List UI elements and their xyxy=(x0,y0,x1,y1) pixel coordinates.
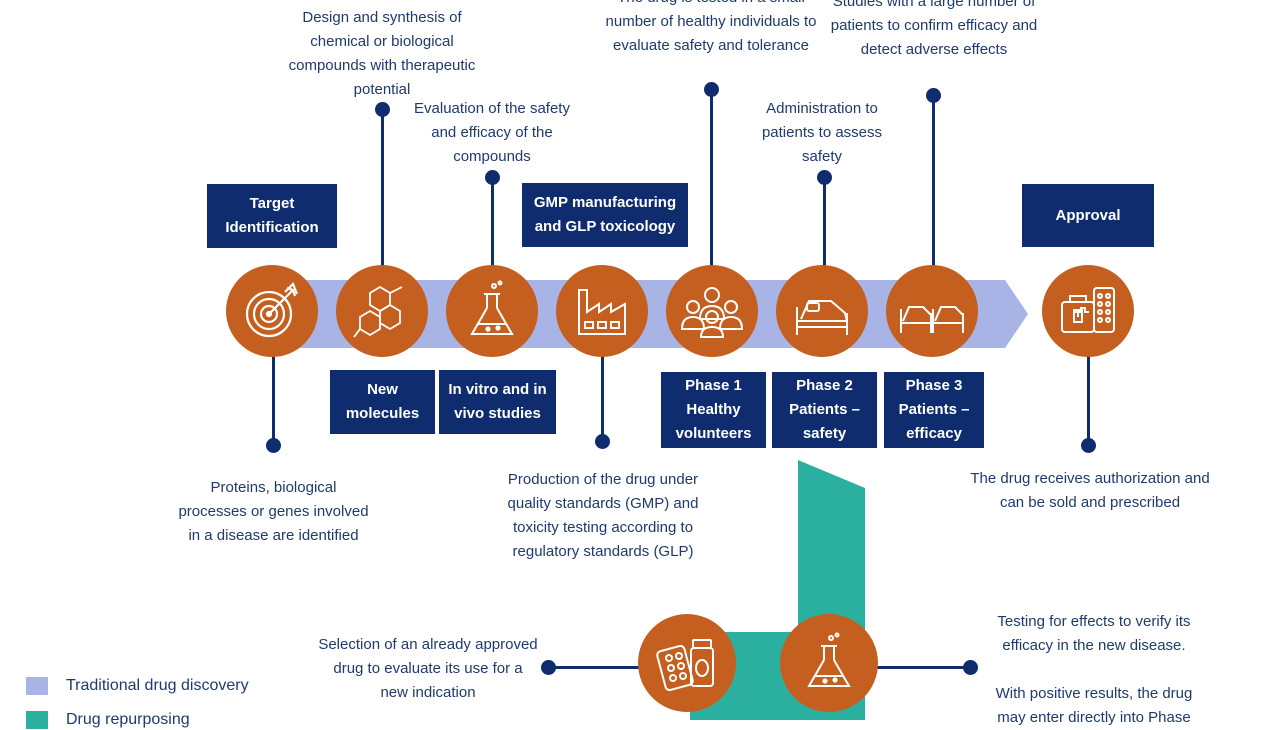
beds-icon xyxy=(900,306,964,333)
stage-label-phase3: Phase 3 Patients – efficacy xyxy=(884,372,984,448)
repurposing-test-desc-2: With positive results, the drug may ente… xyxy=(995,685,1193,726)
stage-circle-phase1 xyxy=(666,265,758,357)
stage-desc-molecules: Design and synthesis of chemical or biol… xyxy=(288,9,476,98)
stage-label-molecules: New molecules xyxy=(330,370,435,434)
stage-label-phase1: Phase 1 Healthy volunteers xyxy=(661,372,766,448)
connector-dot-test xyxy=(963,660,978,675)
connector-dot-gmp xyxy=(595,434,610,449)
connector-gmp xyxy=(601,356,604,440)
molecule-icon xyxy=(353,285,403,338)
flask-icon xyxy=(470,280,514,335)
factory-icon xyxy=(578,289,626,335)
repurposing-circle-test xyxy=(780,614,878,712)
stage-desc-invitro: Evaluation of the safety and efficacy of… xyxy=(414,100,570,165)
stage-desc-target: Proteins, biological processes or genes … xyxy=(178,479,369,544)
connector-dot-phase3 xyxy=(926,88,941,103)
legend-swatch-traditional xyxy=(26,677,48,695)
stage-circle-target xyxy=(226,265,318,357)
flask-icon xyxy=(807,632,851,687)
stage-label-approval: Approval xyxy=(1022,184,1154,247)
stage-circle-approval xyxy=(1042,265,1134,357)
stage-circle-phase2 xyxy=(776,265,868,357)
connector-phase3 xyxy=(932,98,935,280)
connector-approval xyxy=(1087,356,1090,442)
legend-label-repurposing: Drug repurposing xyxy=(66,711,190,728)
stage-circle-molecules xyxy=(336,265,428,357)
connector-dot-select xyxy=(541,660,556,675)
connector-phase2 xyxy=(823,182,826,280)
connector-dot-target xyxy=(266,438,281,453)
connector-select xyxy=(550,666,642,669)
repurposing-test-desc-1: Testing for effects to verify its effica… xyxy=(997,613,1191,654)
connector-dot-phase2 xyxy=(817,170,832,185)
connector-invitro xyxy=(491,180,494,280)
stage-label-gmp: GMP manufacturing and GLP toxicology xyxy=(522,183,688,247)
connector-dot-molecules xyxy=(375,102,390,117)
bed-icon xyxy=(796,300,848,335)
legend-swatch-repurposing xyxy=(26,711,48,729)
connector-phase1 xyxy=(710,92,713,280)
connector-target xyxy=(272,356,275,444)
connector-test xyxy=(876,666,968,669)
stage-circle-invitro xyxy=(446,265,538,357)
medicine-kit-icon xyxy=(1061,287,1115,333)
connector-dot-invitro xyxy=(485,170,500,185)
people-icon xyxy=(680,287,744,338)
stage-desc-phase2: Administration to patients to assess saf… xyxy=(761,100,883,165)
connector-molecules xyxy=(381,110,384,280)
connector-dot-approval xyxy=(1081,438,1096,453)
stage-circle-gmp xyxy=(556,265,648,357)
stage-desc-phase3: Studies with a large number of patients … xyxy=(830,0,1038,58)
repurposing-circle-select xyxy=(638,614,736,712)
repurposing-select-desc: Selection of an already approved drug to… xyxy=(318,636,538,701)
stage-label-target: Target Identification xyxy=(207,184,337,248)
target-icon xyxy=(245,282,299,338)
stage-circle-phase3 xyxy=(886,265,978,357)
stage-label-phase2: Phase 2 Patients – safety xyxy=(772,372,877,448)
legend-label-traditional: Traditional drug discovery xyxy=(66,677,249,694)
stage-desc-phase1: The drug is tested in a small number of … xyxy=(605,0,817,54)
connector-dot-phase1 xyxy=(704,82,719,97)
stage-desc-gmp: Production of the drug under quality sta… xyxy=(507,471,699,560)
stage-label-invitro: In vitro and in vivo studies xyxy=(439,370,556,434)
stage-desc-approval: The drug receives authorization and can … xyxy=(970,470,1210,511)
pills-icon xyxy=(656,639,714,692)
